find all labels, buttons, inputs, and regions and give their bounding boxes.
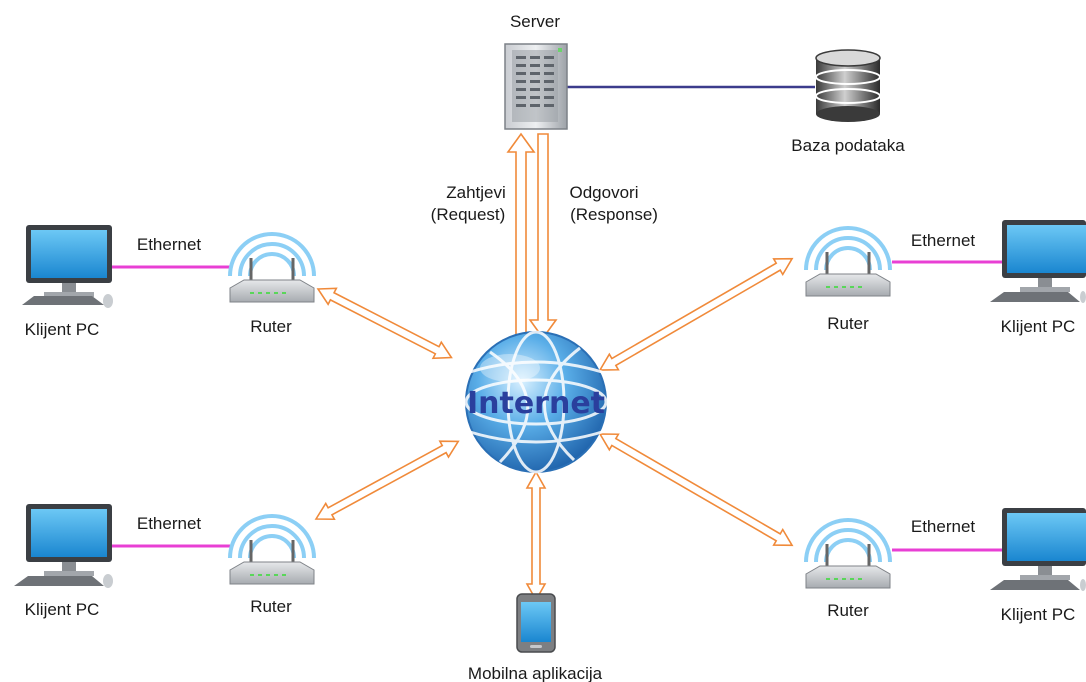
arrow-router-top-right — [598, 257, 794, 371]
response-label-line2: (Response) — [570, 205, 658, 224]
arrow-router-bottom-left — [314, 440, 460, 521]
internet-globe-icon — [464, 330, 608, 474]
router-bottom-left-icon — [228, 514, 316, 585]
arrow-mobile — [525, 470, 547, 602]
router-label-bottom-left: Ruter — [250, 597, 292, 616]
ethernet-label-bottom-left: Ethernet — [137, 514, 202, 533]
pc-top-right-icon — [990, 220, 1086, 303]
pc-bottom-right-icon — [990, 508, 1086, 591]
arrow-router-bottom-right — [598, 433, 794, 547]
pc-bottom-left-icon — [14, 504, 113, 588]
mobile-label: Mobilna aplikacija — [468, 664, 603, 682]
arrow-router-top-left — [316, 287, 453, 360]
internet-label: Internet — [467, 386, 605, 421]
router-top-left-icon — [228, 232, 316, 303]
router-label-top-left: Ruter — [250, 317, 292, 336]
request-label-line1: Zahtjevi — [446, 183, 506, 202]
response-arrow — [528, 133, 558, 340]
response-label-line1: Odgovori — [570, 183, 639, 202]
pc-label-bottom-right: Klijent PC — [1001, 605, 1076, 624]
database-label: Baza podataka — [791, 136, 905, 155]
router-top-right-icon — [804, 226, 892, 297]
pc-top-left-icon — [22, 225, 113, 308]
pc-label-bottom-left: Klijent PC — [25, 600, 100, 619]
mobile-phone-icon — [516, 593, 556, 653]
server-label: Server — [510, 12, 560, 31]
ethernet-label-top-right: Ethernet — [911, 231, 976, 250]
pc-label-top-right: Klijent PC — [1001, 317, 1076, 336]
database-icon — [815, 49, 881, 122]
router-bottom-right-icon — [804, 518, 892, 589]
request-arrow — [506, 132, 536, 339]
pc-label-top-left: Klijent PC — [25, 320, 100, 339]
request-label-line2: (Request) — [431, 205, 506, 224]
ethernet-label-top-left: Ethernet — [137, 235, 202, 254]
ethernet-label-bottom-right: Ethernet — [911, 517, 976, 536]
router-label-top-right: Ruter — [827, 314, 869, 333]
server-icon — [504, 43, 568, 130]
router-label-bottom-right: Ruter — [827, 601, 869, 620]
